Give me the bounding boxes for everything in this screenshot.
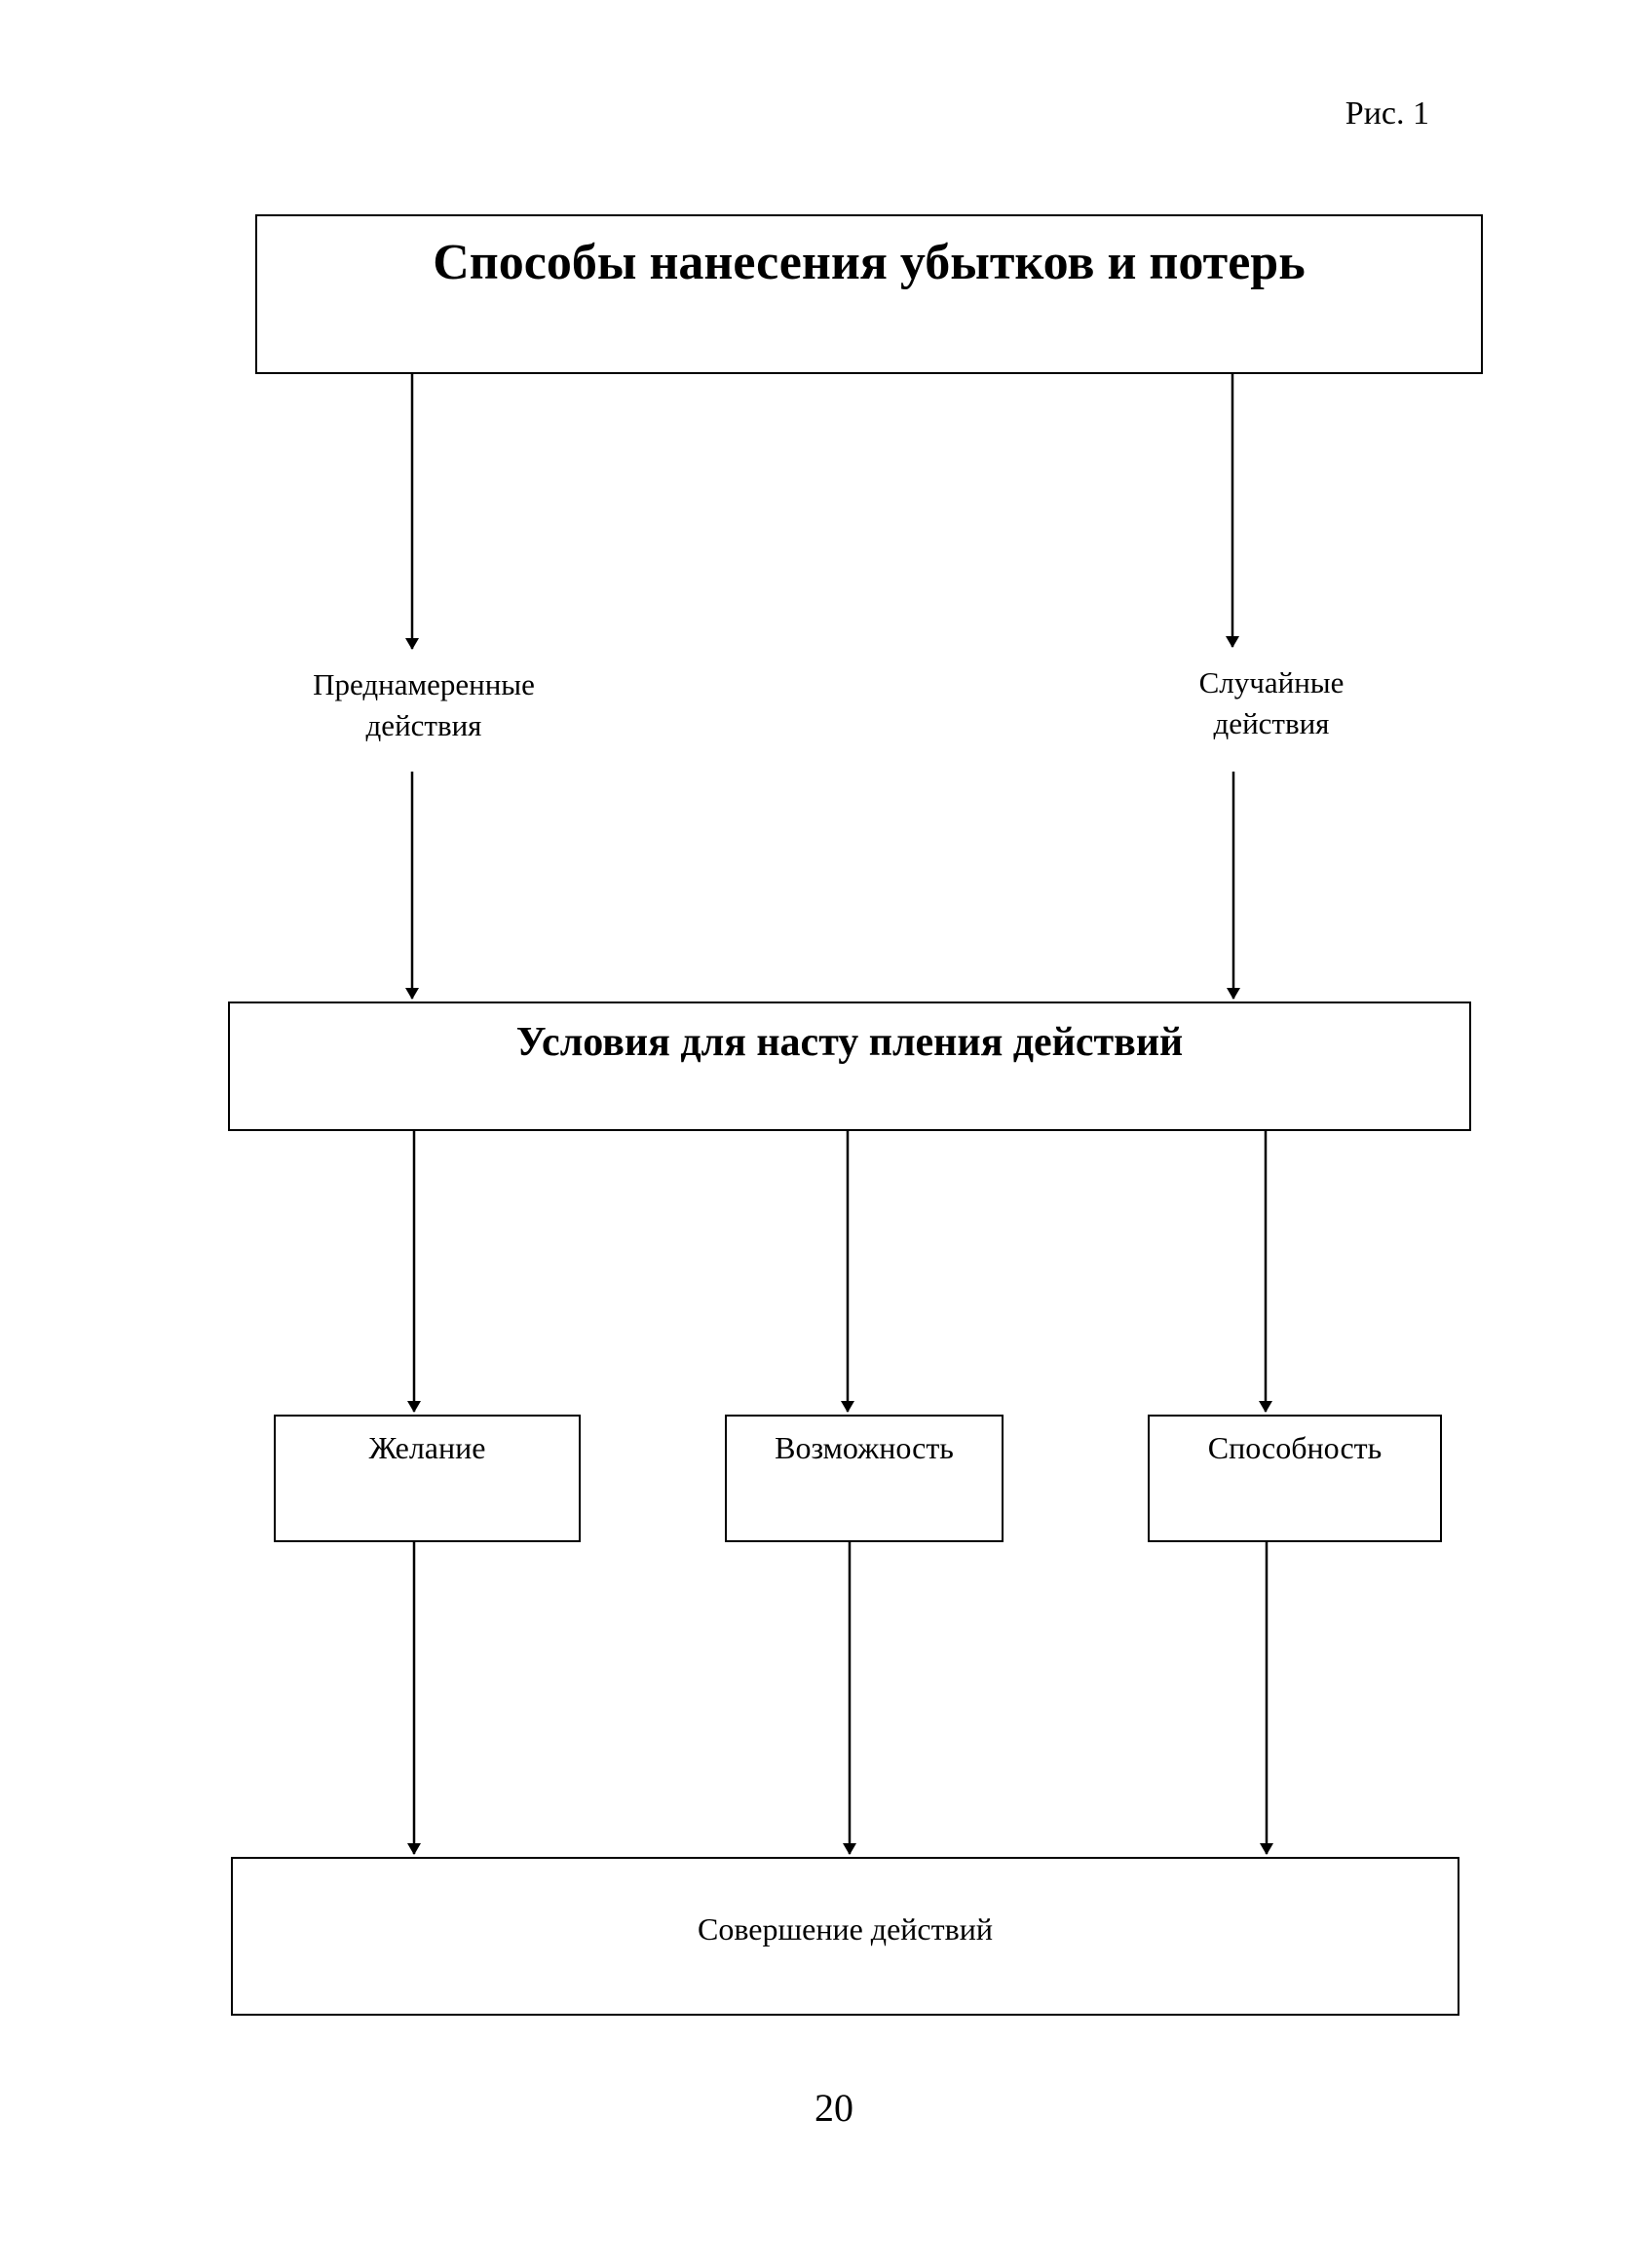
accidental-actions-label: Случайные действия xyxy=(1125,662,1418,744)
figure-label: Рис. 1 xyxy=(1345,95,1429,132)
conditions-title: Условия для насту пления действий xyxy=(515,1020,1184,1065)
page-number: 20 xyxy=(814,2086,853,2130)
intentional-actions-line1: Преднамеренные xyxy=(313,667,535,701)
top-box-title: Способы нанесения убытков и потерь xyxy=(433,235,1306,290)
possibility-label: Возможность xyxy=(775,1430,954,1465)
ability-label: Способность xyxy=(1207,1430,1383,1465)
top-box: Способы нанесения убытков и потерь xyxy=(255,214,1483,374)
ability-box: Способность xyxy=(1148,1415,1442,1542)
conditions-box: Условия для насту пления действий xyxy=(228,1002,1471,1131)
result-box: Совершение действий xyxy=(231,1857,1459,2016)
accidental-actions-line1: Случайные xyxy=(1198,665,1345,699)
intentional-actions-line2: действия xyxy=(365,708,482,742)
result-label: Совершение действий xyxy=(698,1911,993,1947)
desire-box: Желание xyxy=(274,1415,581,1542)
accidental-actions-line2: действия xyxy=(1213,706,1330,740)
intentional-actions-label: Преднамеренные действия xyxy=(278,664,570,746)
desire-label: Желание xyxy=(368,1430,486,1465)
possibility-box: Возможность xyxy=(725,1415,1004,1542)
